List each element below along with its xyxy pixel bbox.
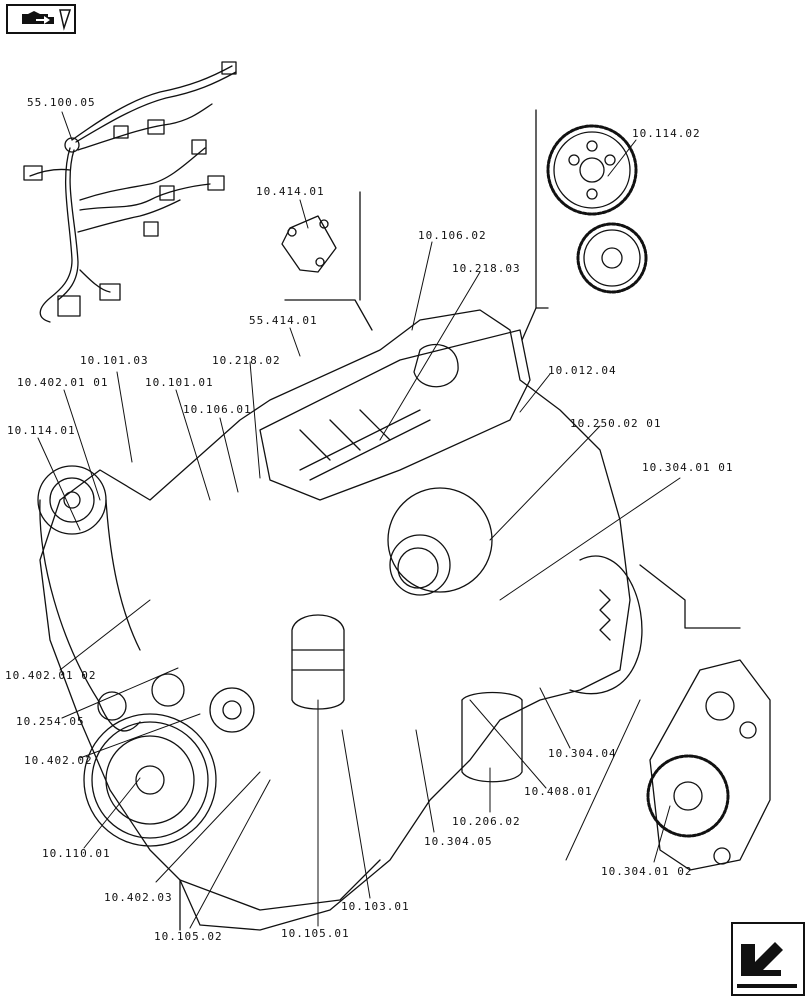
back-button[interactable] (6, 4, 76, 34)
callout-label[interactable]: 10.105.01 (281, 927, 350, 940)
wiring-harness (23, 61, 237, 323)
callout-label[interactable]: 10.106.02 (418, 229, 487, 242)
callout-label[interactable]: 10.218.02 (212, 354, 281, 367)
callout-label[interactable]: 10.218.03 (452, 262, 521, 275)
callout-label[interactable]: 10.254.05 (16, 715, 85, 728)
callout-label[interactable]: 10.402.03 (104, 891, 173, 904)
page-back-icon (22, 9, 72, 31)
callout-label[interactable]: 10.402.01 01 (17, 376, 109, 389)
callout-label[interactable]: 10.304.01 02 (601, 865, 693, 878)
callout-label[interactable]: 10.408.01 (524, 785, 593, 798)
callout-label[interactable]: 10.106.01 (183, 403, 252, 416)
callout-label[interactable]: 10.012.04 (548, 364, 617, 377)
callout-label[interactable]: 10.304.05 (424, 835, 493, 848)
callout-label[interactable]: 10.114.02 (632, 127, 701, 140)
callout-label[interactable]: 10.414.01 (256, 185, 325, 198)
engine-block (37, 309, 771, 931)
callout-label[interactable]: 10.103.01 (341, 900, 410, 913)
callout-label[interactable]: 10.402.02 (24, 754, 93, 767)
cover-plate (281, 215, 337, 273)
callout-label[interactable]: 10.402.01 02 (5, 669, 97, 682)
next-page-button[interactable] (731, 922, 805, 996)
callout-label[interactable]: 10.114.01 (7, 424, 76, 437)
callout-label[interactable]: 10.101.03 (80, 354, 149, 367)
callout-label[interactable]: 55.414.01 (249, 314, 318, 327)
callout-label[interactable]: 55.100.05 (27, 96, 96, 109)
callout-label[interactable]: 10.105.02 (154, 930, 223, 943)
callout-label[interactable]: 10.250.02 01 (570, 417, 662, 430)
callout-label[interactable]: 10.304.04 (548, 747, 617, 760)
callout-label[interactable]: 10.304.01 01 (642, 461, 734, 474)
callout-label[interactable]: 10.206.02 (452, 815, 521, 828)
gear-set (546, 124, 648, 294)
leader-lines (37, 111, 681, 929)
callout-label[interactable]: 10.101.01 (145, 376, 214, 389)
next-page-arrow-icon (737, 942, 797, 988)
callout-label[interactable]: 10.110.01 (42, 847, 111, 860)
